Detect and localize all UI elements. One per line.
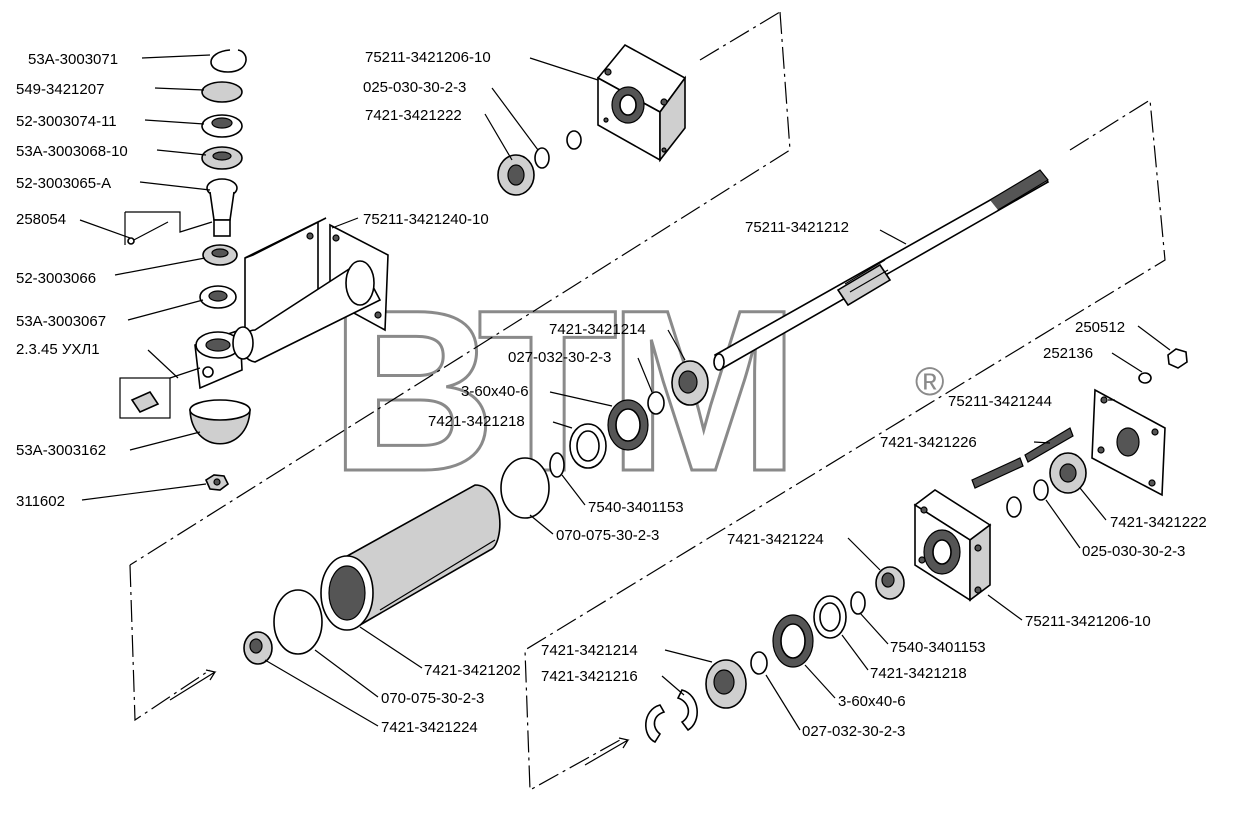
piston-rod-part bbox=[713, 169, 1050, 371]
label-52-3003065-a: 52-3003065-А bbox=[16, 175, 111, 192]
label-75211-3421206-10-right: 75211-3421206-10 bbox=[1025, 613, 1151, 630]
cuff-seal-mid-part bbox=[607, 399, 649, 451]
o-ring-large-mid bbox=[500, 457, 550, 519]
label-7421-3421222-right: 7421-3421222 bbox=[1110, 514, 1207, 531]
bushing-right-part bbox=[1049, 452, 1087, 494]
label-2-3-45-ukhl1: 2.3.45 УХЛ1 bbox=[16, 341, 100, 358]
label-7540-3401153-mid: 7540-3401153 bbox=[588, 499, 684, 516]
label-7421-3421202: 7421-3421202 bbox=[424, 662, 521, 679]
o-ring-mid-small bbox=[647, 391, 665, 415]
spring-seat-part bbox=[199, 285, 237, 309]
cuff-seal-right-part bbox=[772, 614, 814, 668]
lower-seat-part bbox=[202, 244, 238, 266]
label-549-3421207: 549-3421207 bbox=[16, 81, 104, 98]
spring-washer-right bbox=[1138, 372, 1152, 384]
ball-seat-part bbox=[201, 146, 243, 170]
o-ring-top bbox=[534, 147, 550, 169]
label-258054: 258054 bbox=[16, 211, 66, 228]
assembly-arrows bbox=[169, 669, 630, 766]
end-plate-right-part bbox=[1091, 388, 1166, 497]
boot-cup-part bbox=[189, 399, 251, 445]
label-53a-3003071: 53А-3003071 bbox=[28, 51, 118, 68]
label-7421-3421216: 7421-3421216 bbox=[541, 668, 638, 685]
piston-part bbox=[671, 360, 709, 406]
bushing-top-part bbox=[497, 154, 535, 196]
hex-nut-small-part bbox=[204, 474, 230, 491]
label-7421-3421218-right: 7421-3421218 bbox=[870, 665, 967, 682]
section-boundaries bbox=[129, 11, 1166, 792]
bushing-lower-right-part bbox=[875, 566, 905, 600]
hex-nut-right-part bbox=[1167, 348, 1188, 369]
label-75211-3421240-10: 75211-3421240-10 bbox=[363, 211, 489, 228]
watermark-registered-mark: ® bbox=[915, 360, 944, 404]
label-53a-3003068-10: 53А-3003068-10 bbox=[16, 143, 128, 160]
o-ring-right-small bbox=[1006, 496, 1022, 518]
grease-nipple-part bbox=[119, 367, 201, 419]
label-75211-3421212: 75211-3421212 bbox=[745, 219, 849, 236]
label-027-032-30-2-3-right: 027-032-30-2-3 bbox=[802, 723, 905, 740]
label-52-3003074-11: 52-3003074-11 bbox=[16, 113, 117, 130]
label-53a-3003162: 53А-3003162 bbox=[16, 442, 106, 459]
label-7540-3401153-right: 7540-3401153 bbox=[890, 639, 986, 656]
watermark-text: ВТМ bbox=[330, 262, 789, 519]
guide-ring-right-part bbox=[813, 595, 847, 639]
label-025-030-30-2-3-right: 025-030-30-2-3 bbox=[1082, 543, 1185, 560]
label-53a-3003067: 53А-3003067 bbox=[16, 313, 106, 330]
o-ring-large-bottom bbox=[273, 589, 323, 655]
label-250512: 250512 bbox=[1075, 319, 1125, 336]
mounting-bracket-part bbox=[232, 217, 389, 363]
seal-washer-part bbox=[201, 114, 243, 138]
label-027-032-30-2-3-mid: 027-032-30-2-3 bbox=[508, 349, 611, 366]
label-3-60x40-6-right: 3-60x40-6 bbox=[838, 693, 906, 710]
half-ring-part bbox=[645, 689, 698, 744]
label-070-075-30-2-3-bottom: 070-075-30-2-3 bbox=[381, 690, 484, 707]
retaining-ring-part bbox=[210, 49, 247, 73]
bushing-bottom-part bbox=[243, 631, 273, 665]
label-75211-3421244: 75211-3421244 bbox=[948, 393, 1052, 410]
leader-lines bbox=[79, 54, 1171, 731]
snap-ring-mid bbox=[549, 452, 565, 478]
cover-disc-part bbox=[201, 81, 243, 103]
label-7421-3421224-right: 7421-3421224 bbox=[727, 531, 824, 548]
piston-lower-part bbox=[705, 659, 747, 709]
o-ring-right bbox=[1033, 479, 1049, 501]
label-52-3003066: 52-3003066 bbox=[16, 270, 96, 287]
label-3-60x40-6-mid: 3-60x40-6 bbox=[461, 383, 529, 400]
label-7421-3421222-top: 7421-3421222 bbox=[365, 107, 462, 124]
cotter-pin-part bbox=[124, 211, 213, 245]
label-7421-3421218-mid: 7421-3421218 bbox=[428, 413, 525, 430]
part-number-labels: 53А-3003071 549-3421207 52-3003074-11 53… bbox=[16, 49, 1207, 740]
cylinder-tube-part bbox=[320, 484, 501, 631]
label-7421-3421214-mid: 7421-3421214 bbox=[549, 321, 646, 338]
tie-rod-stud-part bbox=[971, 427, 1074, 489]
end-plate-bottom-part bbox=[913, 489, 992, 602]
ball-pin-part bbox=[206, 178, 238, 237]
label-7421-3421214-right: 7421-3421214 bbox=[541, 642, 638, 659]
label-070-075-30-2-3-mid: 070-075-30-2-3 bbox=[556, 527, 659, 544]
snap-ring-right bbox=[850, 591, 866, 615]
label-311602: 311602 bbox=[16, 493, 65, 510]
joint-housing-part bbox=[194, 328, 243, 390]
end-plate-top-part bbox=[596, 43, 687, 163]
label-75211-3421206-10-top: 75211-3421206-10 bbox=[365, 49, 491, 66]
label-7421-3421226: 7421-3421226 bbox=[880, 434, 977, 451]
label-025-030-30-2-3-top: 025-030-30-2-3 bbox=[363, 79, 466, 96]
label-252136: 252136 bbox=[1043, 345, 1093, 362]
o-ring-top-small bbox=[566, 130, 582, 150]
guide-ring-mid-part bbox=[569, 423, 607, 469]
o-ring-lower-right bbox=[750, 651, 768, 675]
label-7421-3421224-bottom: 7421-3421224 bbox=[381, 719, 478, 736]
